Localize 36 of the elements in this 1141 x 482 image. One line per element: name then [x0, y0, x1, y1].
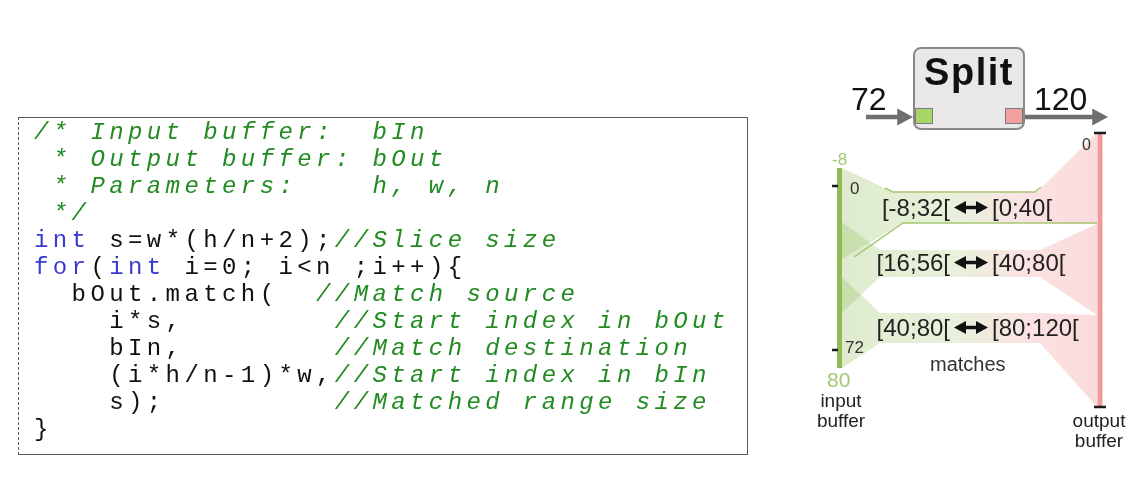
- code-line: */: [51, 200, 91, 227]
- interval-label: [40;80[: [992, 249, 1066, 276]
- double-arrow: [954, 255, 988, 270]
- tick-label: -8: [832, 150, 848, 169]
- interval-label: [80;120[: [992, 314, 1079, 341]
- double-arrow: [954, 200, 988, 215]
- tick-label: 0: [850, 179, 860, 198]
- arrow: [1025, 108, 1108, 126]
- code-listing: [18, 117, 748, 455]
- tick-label: 72: [845, 338, 864, 357]
- buffer-label: input buffer: [816, 391, 866, 431]
- edge-label: 72: [851, 82, 887, 116]
- interval-label: [16;56[: [876, 249, 950, 276]
- code-line: for(int i=0; i<n ;i++){: [34, 254, 467, 281]
- code-line: /* Input buffer: bIn: [34, 119, 429, 146]
- tick-label: 0: [1082, 136, 1091, 154]
- interval-label: [40;80[: [876, 314, 950, 341]
- code-line: bOut.match( //Match source: [70, 281, 580, 308]
- interval-label: [-8;32[: [881, 194, 950, 221]
- code-line: i*s, //Start index in bOut: [108, 308, 730, 335]
- process-block: [913, 47, 1025, 130]
- arrow: [866, 108, 913, 126]
- code-line: s); //Matched range size: [108, 389, 711, 416]
- block-title: Split: [924, 52, 1014, 92]
- code-line: * Output buffer: bOut: [51, 146, 448, 173]
- code-line: }: [34, 416, 53, 443]
- code-line: * Parameters: h, w, n: [51, 173, 505, 200]
- code-line: bIn, //Match destination: [108, 335, 693, 362]
- code-line: int s=w*(h/n+2);//Slice size: [34, 227, 561, 254]
- edge-label: 120: [1034, 82, 1088, 116]
- buffer-label: output buffer: [1072, 411, 1126, 451]
- code-line: (i*h/n-1)*w,//Start index in bIn: [108, 362, 711, 389]
- double-arrow: [954, 320, 988, 335]
- tick-label: 80: [827, 368, 851, 391]
- interval-label: [0;40[: [992, 194, 1053, 221]
- annotation-text: matches: [930, 353, 1006, 375]
